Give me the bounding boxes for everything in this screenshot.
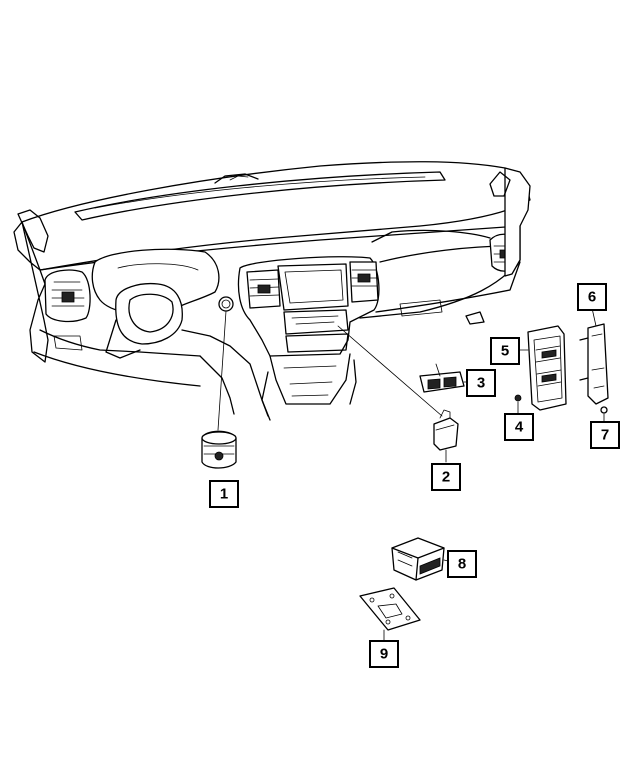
callout-2: 2 (431, 463, 461, 491)
callout-8: 8 (447, 550, 477, 578)
screw-part-7 (600, 406, 608, 414)
leader-line-2 (337, 325, 443, 417)
clip-part-4 (514, 394, 522, 402)
callout-1: 1 (209, 480, 239, 508)
svg-text:5: 5 (501, 343, 509, 360)
svg-text:4: 4 (515, 419, 524, 436)
svg-text:1: 1 (220, 486, 228, 503)
callout-7: 7 (590, 421, 620, 449)
callout-6: 6 (577, 283, 607, 311)
callout-3: 3 (466, 369, 496, 397)
callout-5: 5 (490, 337, 520, 365)
svg-text:8: 8 (458, 556, 466, 573)
headlamp-switch-part (201, 430, 237, 469)
svg-text:9: 9 (380, 646, 388, 663)
callout-4: 4 (504, 413, 534, 441)
leader-line-1 (217, 310, 227, 431)
bracket-part-5 (527, 325, 567, 411)
control-module-part-8 (391, 537, 445, 581)
svg-text:7: 7 (601, 427, 609, 444)
instrument-panel-illustration (13, 161, 531, 421)
mounting-plate-part-9 (359, 587, 421, 631)
svg-text:2: 2 (442, 469, 450, 486)
bracket-part-6 (579, 323, 609, 405)
switch-bank-part (419, 363, 465, 393)
module-part-2 (433, 409, 459, 451)
svg-text:3: 3 (477, 375, 485, 392)
svg-text:6: 6 (588, 289, 596, 306)
callout-9: 9 (369, 640, 399, 668)
